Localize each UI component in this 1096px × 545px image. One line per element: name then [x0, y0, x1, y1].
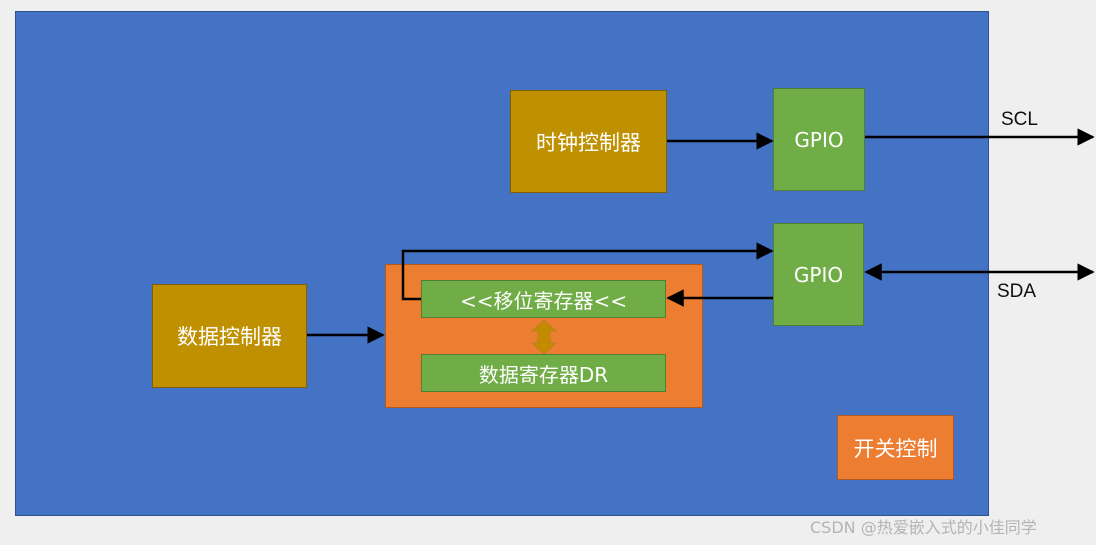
data-controller-block: 数据控制器 — [152, 284, 307, 388]
watermark-text: CSDN @热爱嵌入式的小佳同学 — [810, 518, 1037, 537]
gpio-scl-block: GPIO — [773, 88, 865, 191]
data-register-block: 数据寄存器DR — [421, 354, 666, 392]
gpio-sda-block: GPIO — [773, 223, 864, 326]
register-transfer-double-arrow — [530, 319, 558, 355]
scl-label: SCL — [1001, 109, 1038, 130]
sda-label: SDA — [997, 281, 1037, 302]
clock-controller-block: 时钟控制器 — [510, 90, 667, 193]
shift-register-block: <<移位寄存器<< — [421, 280, 666, 318]
switch-control-block: 开关控制 — [837, 415, 954, 480]
shift-register-to-gpio-arrow — [401, 242, 774, 301]
